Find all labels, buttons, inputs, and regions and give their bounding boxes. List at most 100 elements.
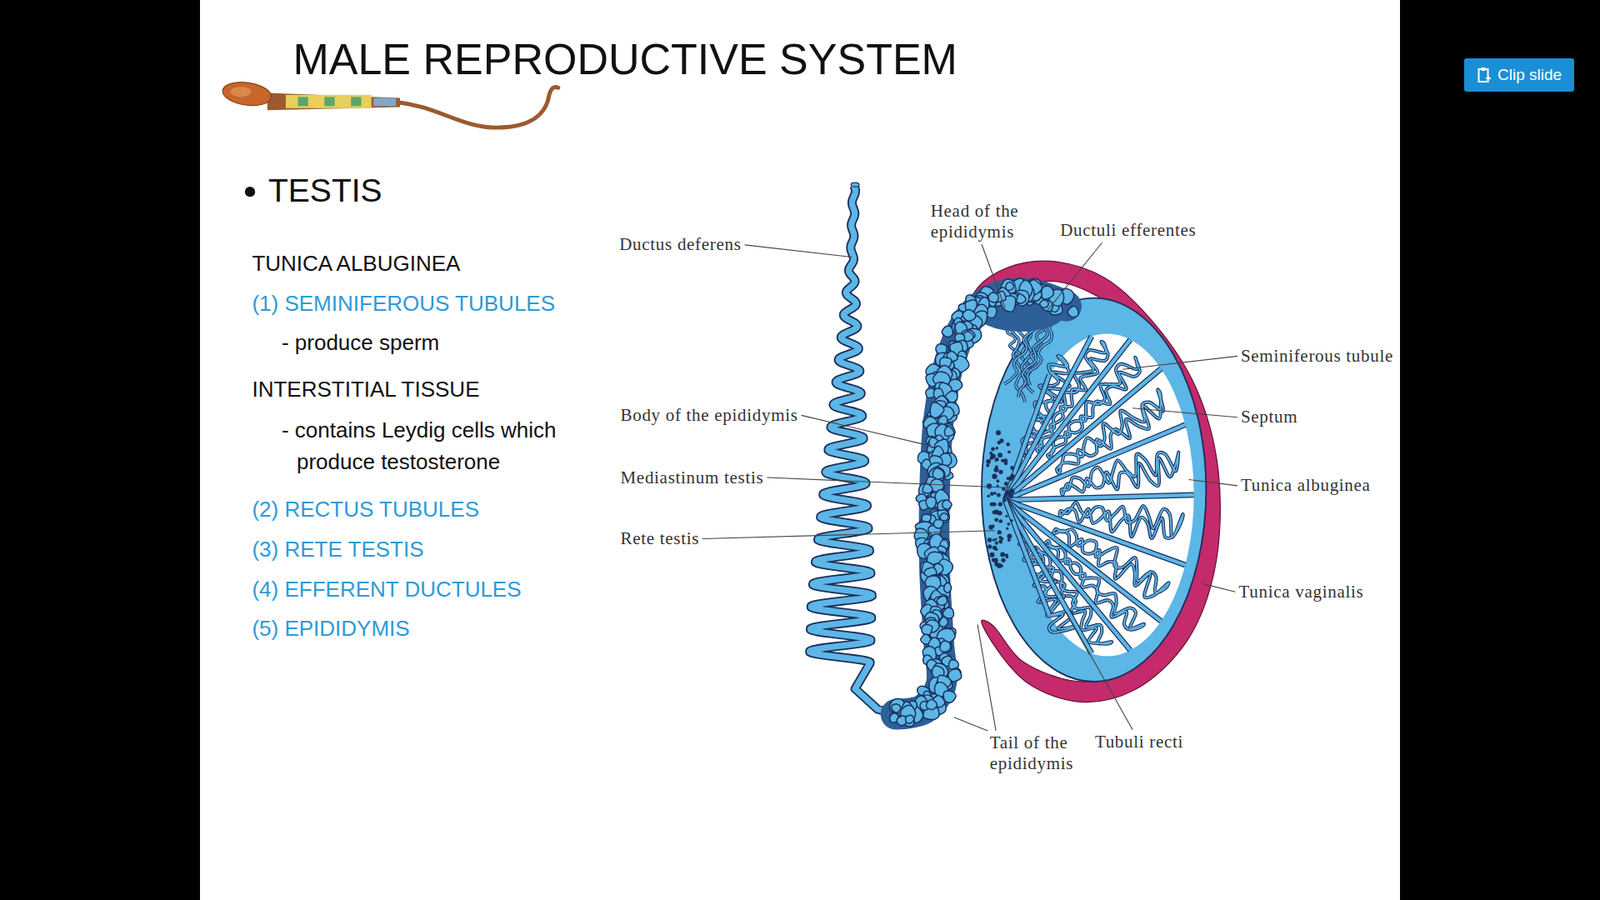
illustration-part: [1005, 425, 1185, 500]
illustration-part: [995, 541, 999, 545]
illustration-part: [1000, 552, 1005, 558]
leader-line: [977, 624, 996, 731]
illustration-part: [941, 325, 953, 337]
illustration-part: [990, 456, 994, 460]
illustration-part: [1005, 425, 1185, 500]
part-label: Tunica albuginea: [1240, 475, 1371, 496]
illustration-part: [1005, 336, 1092, 500]
list-heading: TUNICA ALBUGINEA: [251, 247, 460, 280]
illustration-part: [994, 537, 997, 540]
illustration-part: [986, 483, 992, 489]
illustration-part: [999, 438, 1004, 443]
part-label: Ductuli efferentes: [1060, 220, 1196, 241]
illustration-part: [1041, 285, 1055, 300]
illustration-part: [1005, 500, 1161, 621]
illustration-part: [1005, 491, 1008, 495]
illustration-part: [1036, 341, 1108, 453]
illustration-part: [324, 96, 335, 106]
tunica-albuginea-layer: [981, 298, 1206, 682]
illustration-part: [1002, 498, 1006, 502]
part-label: Head of the epididymis: [930, 200, 1035, 243]
illustration-part: [350, 96, 361, 106]
illustration-part: [990, 491, 995, 496]
illustration-part: [1006, 522, 1010, 526]
illustration-part: [267, 92, 400, 110]
illustration-part: [998, 535, 1002, 540]
illustration-part: [996, 493, 1001, 498]
sperm-picture: [220, 79, 558, 128]
illustration-part: [1005, 500, 1092, 654]
leader-line: [766, 477, 1010, 488]
illustration-part: [1005, 500, 1092, 654]
illustration-part: [1007, 450, 1011, 454]
illustration-part: [1005, 500, 1050, 615]
illustration-part: [810, 185, 904, 717]
illustration-part: [373, 98, 396, 107]
illustration-part: [987, 537, 993, 543]
clip-icon-part: [1479, 69, 1489, 82]
illustration-part: [1000, 558, 1005, 563]
illustration-part: [1004, 481, 1009, 486]
leader-lines: [702, 242, 1238, 731]
illustration-part: [991, 474, 997, 480]
leader-line: [954, 717, 988, 731]
list-item: (2) RECTUS TUBULES: [251, 493, 480, 525]
illustration-part: [985, 463, 990, 467]
illustration-part: [850, 182, 860, 187]
illustration-part: [986, 495, 990, 499]
illustration-part: [890, 704, 900, 713]
illustration-part: [285, 95, 372, 109]
list-note: - contains Leydig cells which produce te…: [281, 414, 585, 478]
list-note: - produce sperm: [281, 326, 440, 359]
illustration-part: [1005, 282, 1014, 291]
illustration-part: [995, 446, 999, 450]
bullet-heading: TESTIS: [268, 171, 383, 210]
illustration-part: [1004, 461, 1008, 465]
part-label: Tail of the epididymis: [990, 732, 1095, 775]
part-label: Ductus deferens: [619, 234, 741, 255]
illustration-part: [1005, 500, 1130, 650]
leader-line: [1066, 612, 1134, 730]
list-heading: INTERSTITIAL TISSUE: [251, 373, 480, 405]
illustration-part: [896, 715, 906, 726]
illustration-part: [1060, 502, 1184, 539]
illustration-part: [944, 582, 952, 593]
illustration-part: [1005, 527, 1009, 530]
illustration-part: [993, 467, 999, 473]
illustration-part: [997, 452, 1003, 458]
illustration-part: [926, 699, 938, 710]
illustration-part: [949, 660, 960, 670]
leader-line: [1045, 242, 1102, 312]
part-label: Mediastinum testis: [620, 467, 764, 489]
illustration-part: [921, 624, 933, 635]
illustration-part: [988, 525, 994, 530]
leader-line: [1189, 480, 1238, 486]
list-item: (3) RETE TESTIS: [251, 533, 424, 565]
illustration-part: [895, 293, 1066, 715]
slide-title: MALE REPRODUCTIVE SYSTEM: [292, 34, 957, 85]
illustration-part: [1005, 553, 1009, 557]
illustration-part: [1010, 466, 1014, 470]
illustration-part: [990, 446, 995, 451]
illustration-part: [997, 530, 1002, 535]
clip-icon-part: [1481, 67, 1486, 71]
illustration-part: [998, 519, 1003, 524]
illustration-part: [993, 557, 999, 563]
illustration-part: [995, 457, 1000, 462]
illustration-part: [942, 500, 952, 510]
illustration-part: [994, 517, 999, 522]
bullet-dot: [245, 186, 255, 197]
illustration-part: [220, 79, 1220, 727]
slide-ground: [200, 0, 1400, 900]
illustration-part: [994, 458, 997, 461]
part-label: Body of the epididymis: [620, 405, 798, 426]
leader-line: [745, 245, 853, 258]
ductus-deferens-tube: [810, 182, 904, 716]
illustration-part: [943, 690, 956, 703]
illustration-part: [904, 715, 915, 727]
illustration-part: [1005, 500, 1161, 621]
illustration-part: [1005, 500, 1130, 650]
illustration-part: [1060, 502, 1184, 539]
leader-line: [801, 415, 931, 446]
